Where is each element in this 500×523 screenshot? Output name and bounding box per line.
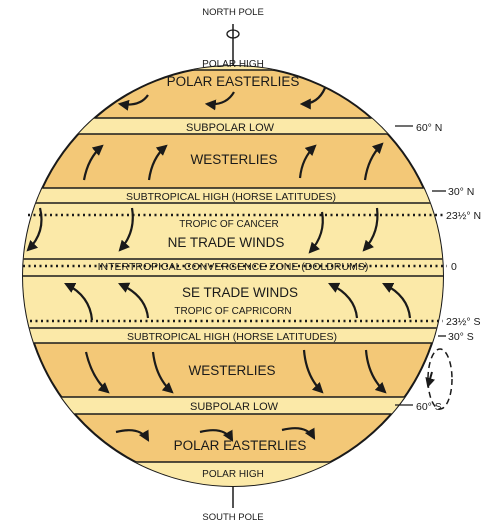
arrow-polar-east-n-3 (299, 87, 327, 110)
arrow-ne-trade-2 (118, 207, 134, 252)
dotted-lines (23, 213, 447, 323)
arrow-se-trade-2 (118, 282, 150, 319)
arrow-west-s-1 (84, 351, 110, 394)
lat-60n-label: 60° N (416, 122, 442, 134)
lat-30s-label: 30° S (448, 331, 474, 343)
arrow-ne-trade-1 (26, 207, 43, 252)
latitude-bands (23, 66, 443, 486)
tropic-capricorn-label: TROPIC OF CAPRICORN (174, 306, 291, 317)
south-pole-label: SOUTH POLE (202, 512, 263, 523)
band-subpolar-low-s (23, 397, 443, 414)
band-ne-trade (23, 203, 443, 259)
band-subtropical-high-s (23, 328, 443, 343)
arrow-se-trade-1 (64, 283, 94, 321)
lat-eq-label: 0 (451, 261, 457, 273)
north-pole-label: NORTH POLE (202, 7, 264, 18)
subtropical-high-s-label: SUBTROPICAL HIGH (HORSE LATITUDES) (127, 331, 337, 343)
boundary-lines (23, 69, 443, 463)
polar-easterlies-s-label: POLAR EASTERLIES (174, 438, 307, 453)
arrow-polar-east-s-2 (199, 429, 234, 442)
polar-high-s-label: POLAR HIGH (202, 469, 264, 480)
ne-trade-label: NE TRADE WINDS (168, 235, 285, 250)
north-rotation-icon (226, 29, 240, 39)
subpolar-low-s-label: SUBPOLAR LOW (190, 401, 279, 413)
polar-easterlies-n-label: POLAR EASTERLIES (167, 74, 300, 89)
band-subtropical-high-n (23, 188, 443, 203)
arrow-ne-trade-3 (308, 211, 324, 254)
itcz-label: INTERTROPICAL CONVERGENCE ZONE (DOLDRUMS… (98, 261, 369, 273)
band-subpolar-low-n (23, 118, 443, 134)
wind-arrows (26, 87, 412, 442)
lat-60s-label: 60° S (416, 401, 442, 413)
tropic-cancer-label: TROPIC OF CANCER (179, 219, 278, 230)
arrow-polar-east-s-3 (281, 427, 316, 440)
arrow-west-n-4 (363, 142, 384, 181)
westerlies-s-label: WESTERLIES (188, 363, 275, 378)
lat-ticks (395, 125, 446, 406)
arrow-west-n-1 (82, 144, 104, 181)
south-rotation-arrow-icon (425, 371, 436, 388)
south-rotation-icon (427, 348, 453, 410)
arrow-west-s-2 (151, 351, 174, 394)
arrow-west-n-3 (298, 144, 317, 179)
lat-30n-label: 30° N (448, 186, 474, 198)
arrow-ne-trade-4 (362, 207, 379, 252)
arrow-west-n-2 (147, 144, 168, 181)
arrow-polar-east-n-1 (117, 94, 149, 111)
arrow-polar-east-s-1 (115, 429, 150, 442)
arrow-polar-east-n-2 (204, 91, 235, 111)
arrow-se-trade-3 (328, 282, 359, 319)
arrow-west-s-3 (302, 349, 324, 394)
lat-23n-label: 23½° N (446, 210, 481, 222)
lat-23s-label: 23½° S (446, 316, 481, 328)
band-polar-high-n (23, 66, 443, 70)
arrow-se-trade-4 (382, 283, 412, 319)
arrow-west-s-4 (364, 349, 387, 394)
band-itcz (23, 259, 443, 276)
polar-high-n-label: POLAR HIGH (202, 59, 264, 70)
subtropical-high-n-label: SUBTROPICAL HIGH (HORSE LATITUDES) (126, 191, 336, 203)
westerlies-n-label: WESTERLIES (190, 152, 277, 167)
subpolar-low-n-label: SUBPOLAR LOW (186, 122, 275, 134)
se-trade-label: SE TRADE WINDS (182, 285, 298, 300)
